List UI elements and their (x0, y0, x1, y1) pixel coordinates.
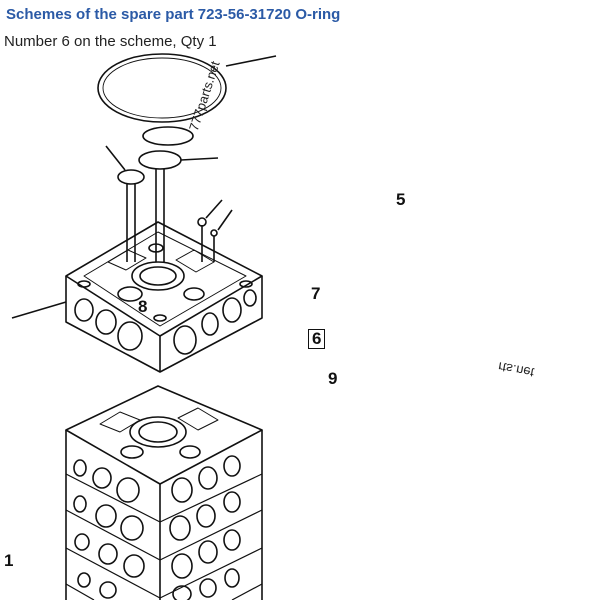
leader-line-large-ring (225, 55, 277, 67)
small-o-ring-a (142, 126, 194, 146)
callout-1[interactable]: 1 (4, 551, 14, 570)
large-o-ring (97, 53, 227, 123)
tiny-o-ring (117, 169, 145, 185)
leader-line-ring-b (180, 157, 219, 161)
callout-7[interactable]: 7 (311, 284, 321, 303)
callout-5[interactable]: 5 (396, 190, 406, 209)
small-o-ring-b (138, 150, 182, 170)
large-o-ring-inner (102, 57, 222, 119)
valve-section-top (65, 221, 263, 373)
callout-8[interactable]: 8 (138, 297, 148, 316)
page-title: Schemes of the spare part 723-56-31720 O… (6, 6, 341, 23)
leader-line-body (11, 301, 67, 319)
valve-stack-lower (65, 385, 263, 600)
part-info: Number 6 on the scheme, Qty 1 (4, 33, 217, 50)
leader-line-tiny-ring (105, 145, 126, 171)
callout-6-selected[interactable]: 6 (308, 329, 326, 349)
callout-9[interactable]: 9 (328, 369, 338, 388)
